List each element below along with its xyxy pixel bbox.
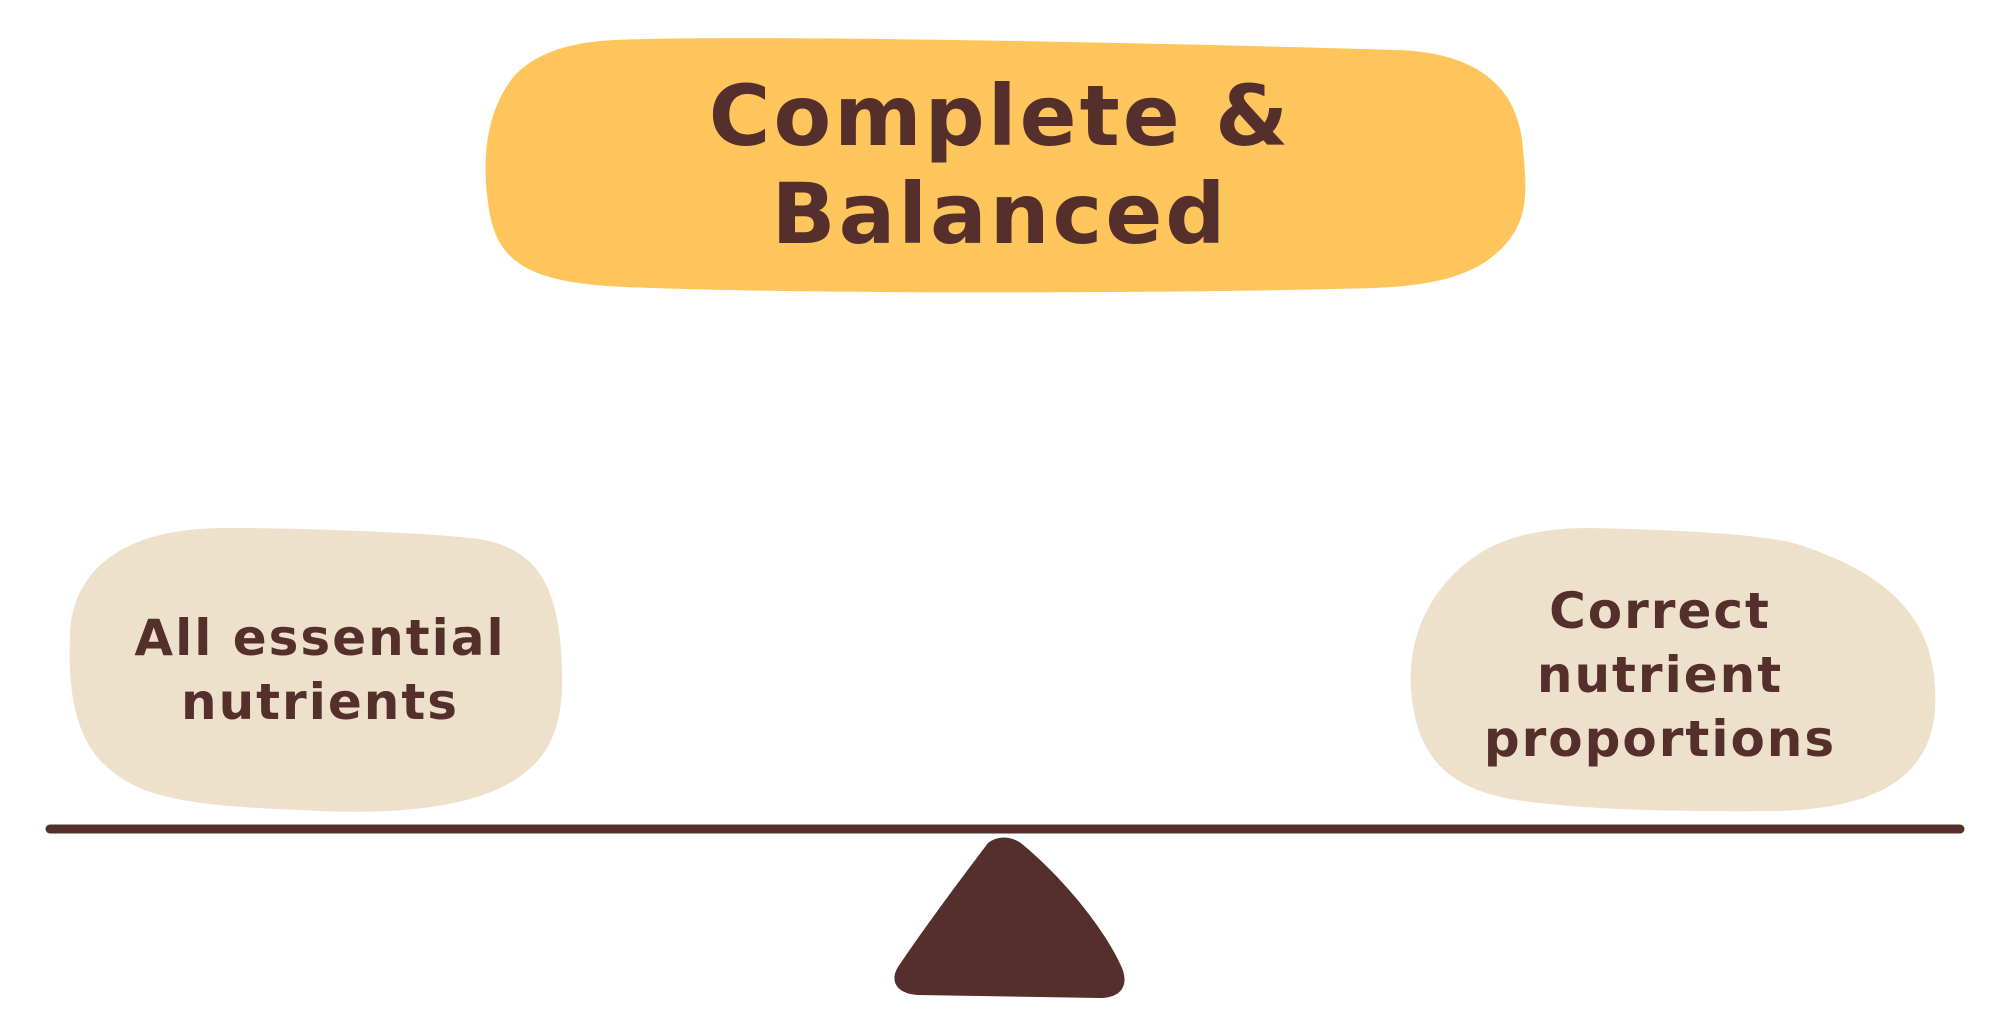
right-pan-blob [1410, 528, 1936, 812]
left-pan-blob [69, 528, 563, 812]
fulcrum-triangle [894, 837, 1125, 998]
left-pan-label: All essential nutrients [90, 590, 550, 750]
title-blob [485, 38, 1526, 293]
right-pan-line-2: proportions [1483, 710, 1837, 768]
diagram-title: Complete & Balanced [490, 67, 1510, 263]
right-pan-line-1: Correct nutrient [1536, 582, 1784, 704]
left-pan-line-1: All essential [134, 609, 506, 667]
right-pan-label: Correct nutrient proportions [1420, 582, 1900, 768]
left-pan-line-2: nutrients [180, 673, 460, 731]
title-label: Complete & Balanced [708, 67, 1292, 263]
